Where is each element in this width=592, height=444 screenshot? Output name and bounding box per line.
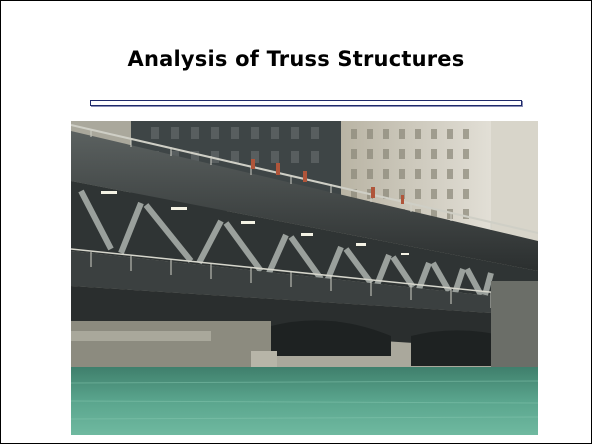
bridge-photo	[71, 121, 538, 435]
title-underline	[90, 100, 522, 106]
bridge-photo-image	[71, 121, 538, 435]
embankment	[71, 321, 271, 369]
bridge-arch	[271, 320, 391, 356]
lower-deck	[71, 251, 538, 316]
truss-diagonals	[78, 189, 494, 297]
upper-deck	[71, 131, 538, 271]
slide-title: Analysis of Truss Structures	[127, 47, 465, 71]
truss-web	[71, 181, 538, 301]
